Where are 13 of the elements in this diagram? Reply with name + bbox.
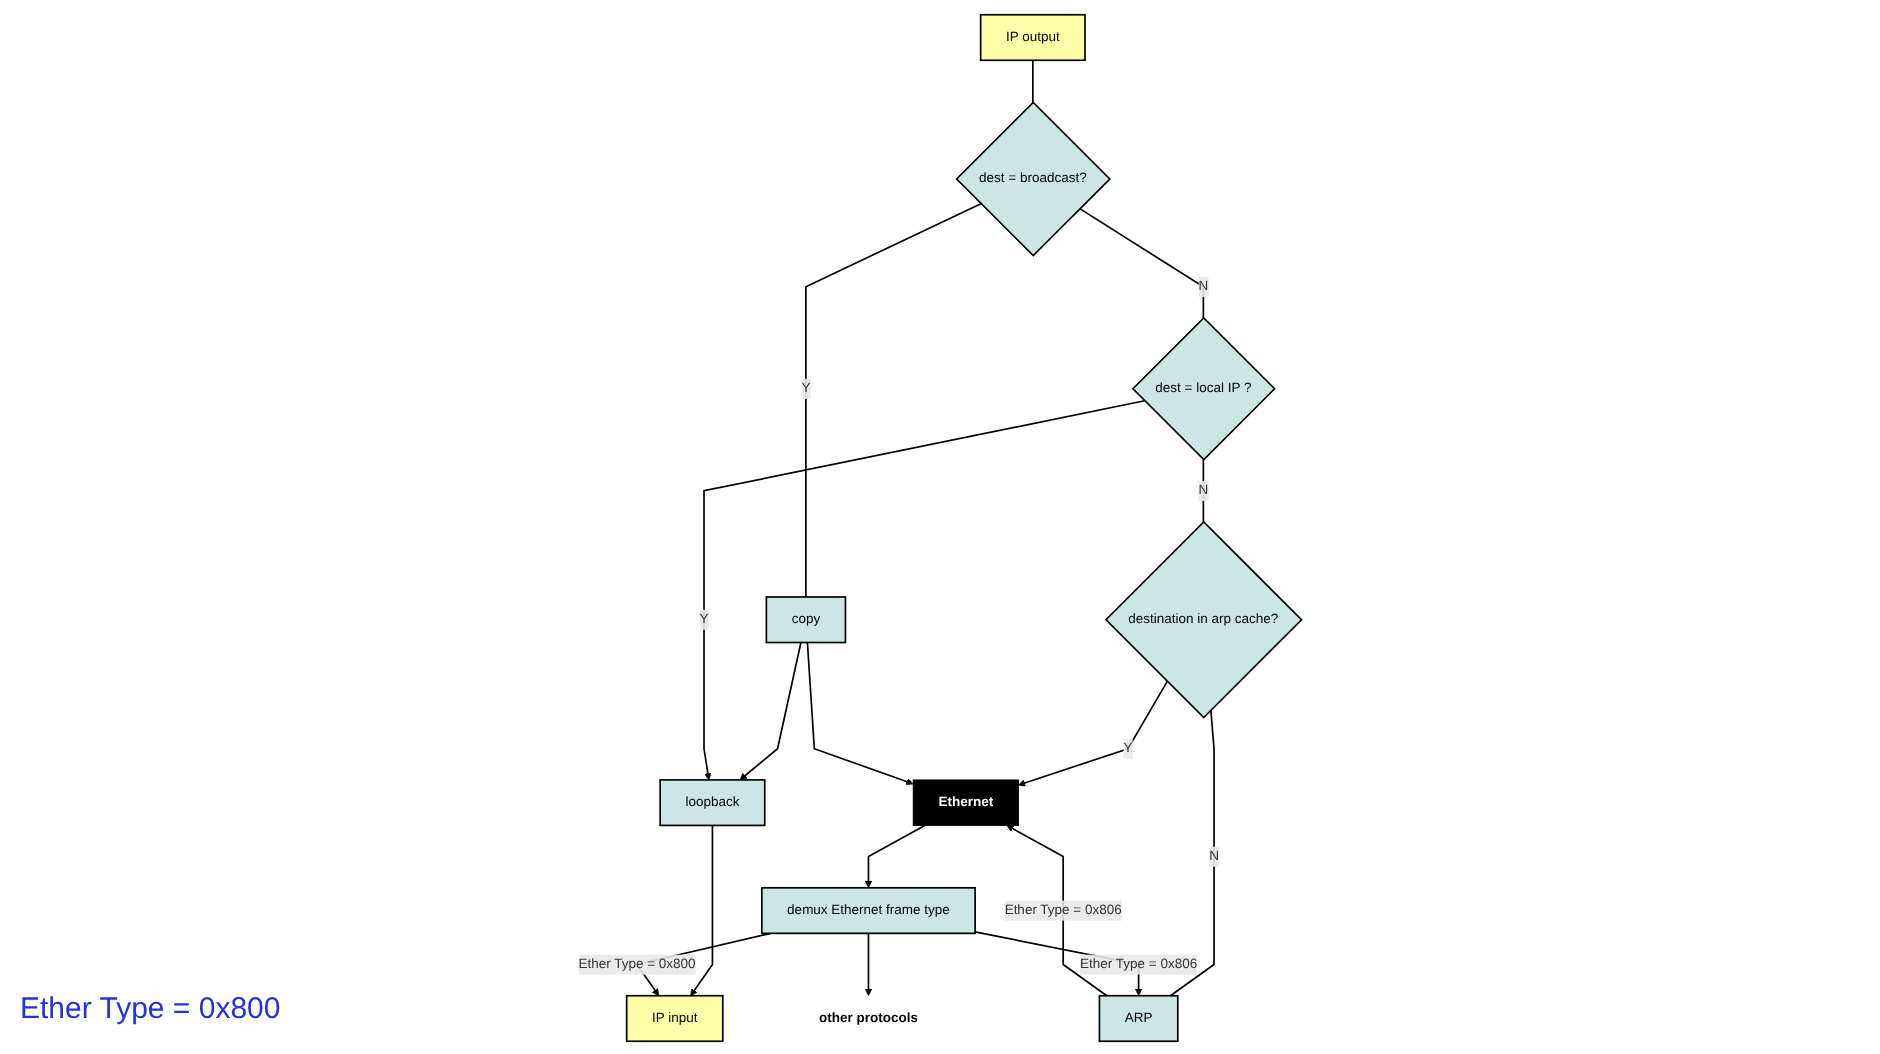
- arrow: [690, 823, 714, 996]
- arrow: [864, 823, 926, 888]
- arrow: [1006, 824, 1108, 996]
- connector: [1078, 206, 1205, 318]
- connector: [1032, 58, 1034, 103]
- connector: [805, 201, 982, 597]
- arrow: [703, 398, 1146, 780]
- arrow: [864, 931, 873, 996]
- arrow: [1018, 679, 1169, 786]
- ether-type-note: Ether Type = 0x800: [20, 992, 281, 1026]
- arrow: [739, 640, 802, 780]
- connector: [1169, 708, 1215, 996]
- arrow: [806, 640, 914, 785]
